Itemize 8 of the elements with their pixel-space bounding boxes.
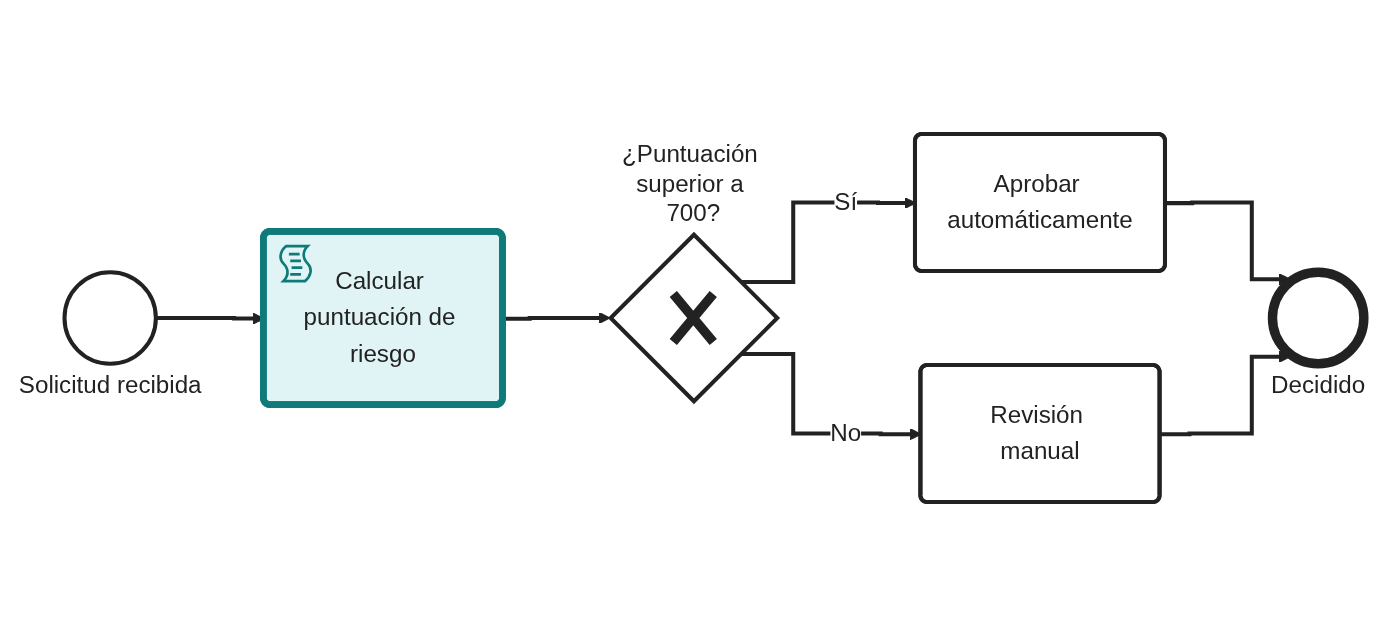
- gateway-label: ¿Puntuación superior a 700?: [622, 140, 758, 227]
- edge-label: No: [830, 419, 862, 447]
- edge-label: Sí: [834, 188, 858, 216]
- node-circle: [62, 270, 158, 366]
- node-diamond: [607, 231, 781, 405]
- event-label: Decidido: [1271, 371, 1366, 399]
- node-circle: [1267, 267, 1369, 369]
- event-label: Solicitud recibida: [18, 371, 202, 399]
